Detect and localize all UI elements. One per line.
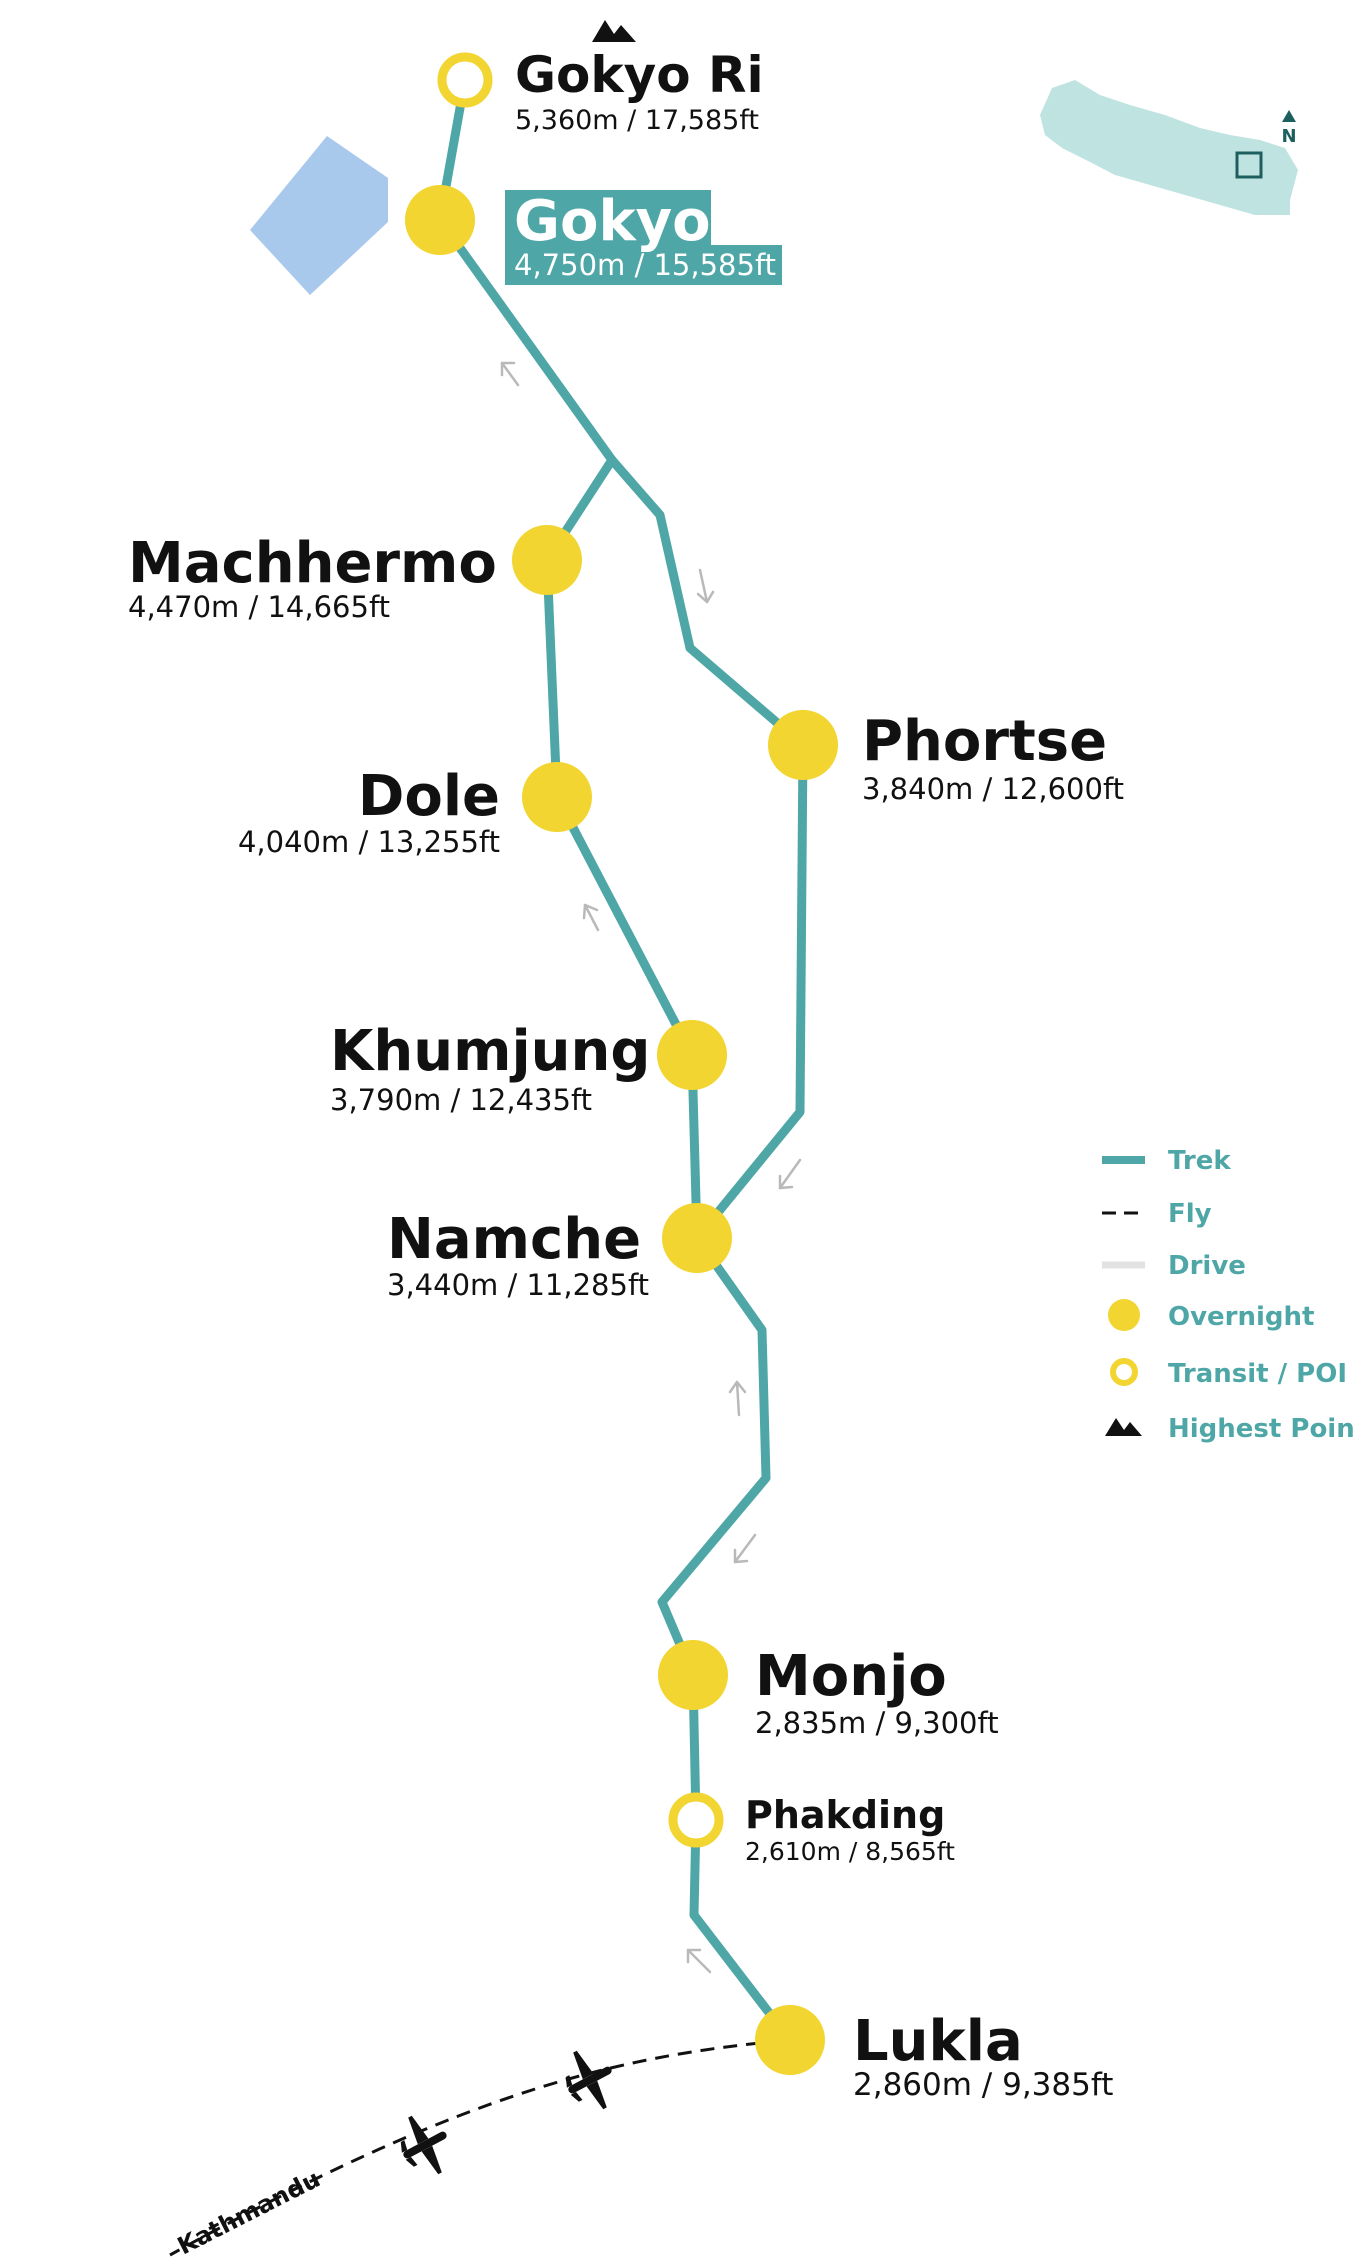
stop-markers (405, 52, 838, 2075)
stop-marker-namche (662, 1203, 732, 1273)
direction-arrow-icon (500, 361, 520, 387)
stop-altitude-khumjung: 3,790m / 12,435ft (330, 1083, 592, 1117)
direction-arrow-icon (582, 903, 600, 932)
stop-name-dole: Dole (358, 764, 500, 829)
direction-arrow-icon (686, 1948, 712, 1974)
stop-marker-gokyo (405, 185, 475, 255)
stop-name-phortse: Phortse (862, 709, 1107, 774)
trek-segment-gokyo-junction (435, 215, 617, 465)
stop-altitude-machhermo: 4,470m / 14,665ft (128, 590, 390, 624)
gokyo-lake (250, 136, 388, 295)
stop-altitude-namche: 3,440m / 11,285ft (387, 1268, 649, 1302)
direction-arrow-icon (696, 568, 715, 604)
stop-marker-machhermo (512, 525, 582, 595)
legend-label-overnight: Overnight (1168, 1302, 1314, 1332)
legend-label-trek: Trek (1168, 1146, 1231, 1176)
gokyo-highlight-name-bg (505, 190, 711, 250)
legend-label-highest-point: Highest Point (1168, 1414, 1355, 1444)
trek-segment-phakding-lukla (689, 1815, 795, 2045)
trek-segment-phortse-namche (692, 740, 808, 1243)
nepal-country-shape (1040, 80, 1298, 215)
legend-label-transit-poi: Transit / POI (1168, 1359, 1347, 1389)
direction-arrows (500, 361, 802, 1974)
direction-arrow-icon (728, 1380, 747, 1417)
stop-altitude-gokyo: 4,750m / 15,585ft (514, 248, 776, 282)
flight-path-dashed (169, 2041, 761, 2257)
direction-arrow-icon (778, 1158, 802, 1190)
legend-mountain-icon (1105, 1418, 1142, 1436)
stop-marker-gokyo-ri (437, 52, 493, 108)
gokyo-highlight-altitude-bg (505, 245, 782, 285)
trek-segment-dole-khumjung (552, 792, 697, 1060)
stop-name-machhermo: Machhermo (128, 531, 497, 596)
stop-altitude-phortse: 3,840m / 12,600ft (862, 772, 1124, 806)
trek-segment-junction-phortse (607, 455, 808, 750)
legend-overnight-dot (1108, 1299, 1140, 1331)
stop-altitude-lukla: 2,860m / 9,385ft (853, 2067, 1113, 2103)
stop-name-namche: Namche (387, 1207, 641, 1272)
stop-altitude-gokyo-ri: 5,360m / 17,585ft (515, 105, 759, 136)
stop-marker-khumjung (657, 1020, 727, 1090)
legend-label-fly: Fly (1168, 1199, 1212, 1229)
flight-origin-label: Kathmandu (173, 2165, 325, 2261)
legend-label-drive: Drive (1168, 1251, 1246, 1281)
stop-marker-monjo (658, 1640, 728, 1710)
direction-arrow-icon (733, 1533, 757, 1564)
north-arrow-icon (1282, 110, 1296, 122)
stop-marker-phakding (668, 1792, 724, 1848)
legend: Trek Fly Drive Overnight Transit / POI H… (1102, 1146, 1355, 1444)
stop-altitude-phakding: 2,610m / 8,565ft (745, 1837, 955, 1866)
mountain-icon (592, 20, 636, 42)
stop-altitude-dole: 4,040m / 13,255ft (238, 825, 500, 859)
stop-marker-lukla (755, 2005, 825, 2075)
north-label: N (1281, 126, 1296, 147)
stop-name-phakding: Phakding (745, 1793, 945, 1837)
nepal-inset-map: N (1040, 80, 1298, 215)
stop-name-gokyo-ri: Gokyo Ri (515, 46, 764, 104)
legend-transit-ring (1110, 1358, 1138, 1386)
stop-name-khumjung: Khumjung (330, 1019, 651, 1084)
stop-name-lukla: Lukla (853, 2009, 1023, 2074)
stop-name-monjo: Monjo (755, 1644, 947, 1709)
stop-altitude-monjo: 2,835m / 9,300ft (755, 1706, 999, 1740)
trek-segment-machhermo-dole (542, 555, 562, 802)
stop-marker-dole (522, 762, 592, 832)
stop-labels: Gokyo Ri 5,360m / 17,585ft Gokyo 4,750m … (128, 46, 1124, 2103)
stop-marker-phortse (768, 710, 838, 780)
trek-segment-namche-monjo (657, 1233, 771, 1680)
stop-name-gokyo: Gokyo (514, 189, 711, 254)
airplane-icon (565, 2050, 612, 2110)
airplane-icon (400, 2115, 447, 2175)
region-locator-box (1235, 151, 1263, 179)
